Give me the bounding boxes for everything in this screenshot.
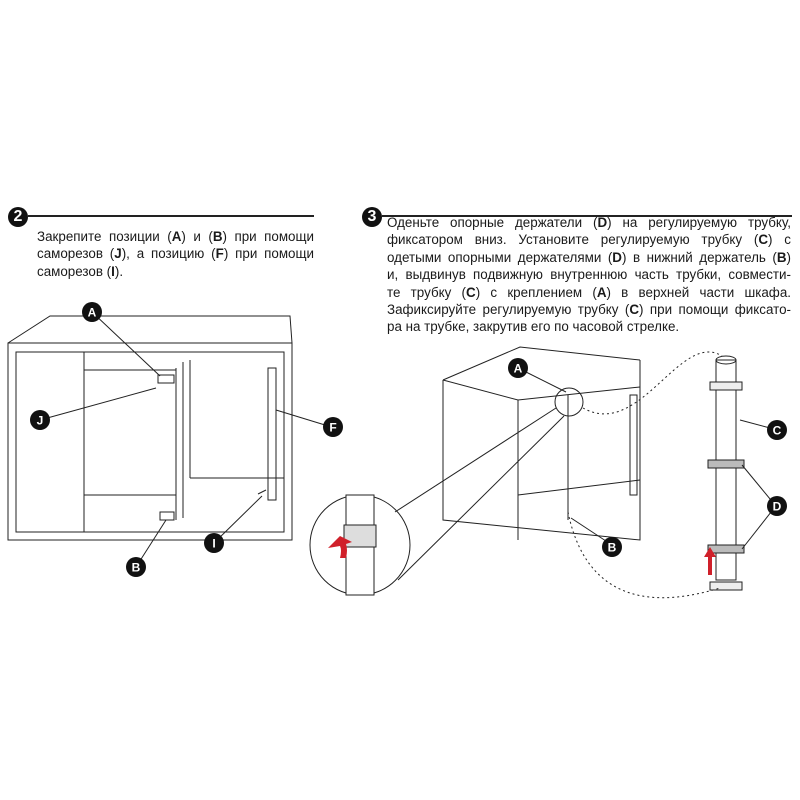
text-line: фиксатором вниз. Установите регулируемую…: [387, 232, 791, 248]
dotted-guides: [567, 351, 723, 599]
label-B-step3: B: [602, 537, 622, 557]
svg-text:F: F: [329, 421, 336, 435]
svg-text:B: B: [132, 561, 141, 575]
label-J: J: [30, 410, 50, 430]
leader-lines-step2: [39, 311, 326, 568]
label-B-step2: B: [126, 557, 146, 577]
text-line: Закрепите позиции (A) и (B) при помощи: [37, 229, 314, 244]
svg-text:D: D: [773, 500, 782, 514]
svg-text:J: J: [37, 414, 44, 428]
label-F: F: [323, 417, 343, 437]
label-C: C: [767, 420, 787, 440]
rotate-arrow-icon: [328, 536, 352, 558]
divider: [382, 215, 792, 217]
svg-text:B: B: [608, 541, 617, 555]
step-number: 3: [362, 207, 382, 227]
label-A-step3: A: [508, 358, 528, 378]
divider: [28, 215, 314, 217]
text-line: Зафиксируйте регулируемую трубку (C) при…: [387, 302, 791, 318]
text-line: Оденьте опорные держатели (D) на регулир…: [387, 215, 791, 230]
label-A-step2: A: [82, 302, 102, 322]
corner-cabinet-step3: [442, 346, 641, 541]
label-D: D: [767, 496, 787, 516]
text-line: и, выдвинув подвижную внутреннюю часть т…: [387, 267, 791, 283]
text-line: одетыми опорными держателями (D) в нижни…: [387, 249, 791, 265]
step-2-text: Закрепите позиции (A) и (B) при помощи с…: [37, 228, 314, 280]
detail-zoom-circle: [309, 407, 565, 596]
text-line: саморезов (I).: [37, 263, 124, 279]
svg-text:A: A: [88, 306, 97, 320]
up-arrow-icon: [704, 547, 716, 575]
text-line: ра на трубке, закрутив его по часовой ст…: [387, 319, 680, 335]
label-I: I: [204, 533, 224, 553]
text-line: те трубку (C) с креплением (A) в верхней…: [387, 284, 791, 300]
corner-cabinet-step2: [7, 315, 293, 541]
step-number: 2: [8, 207, 28, 227]
telescopic-tube: [707, 355, 745, 591]
text-line: саморезов (J), а позицию (F) при помощи: [37, 246, 314, 262]
step-3-text: Оденьте опорные держатели (D) на регулир…: [387, 214, 791, 336]
svg-text:C: C: [773, 424, 782, 438]
red-arrows: [328, 536, 716, 575]
svg-text:I: I: [212, 537, 215, 551]
svg-text:A: A: [514, 362, 523, 376]
